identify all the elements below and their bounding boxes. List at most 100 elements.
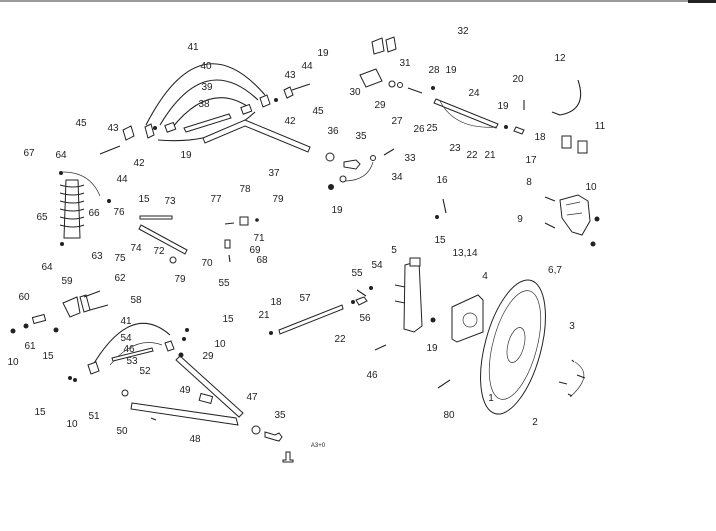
callout-label: 19 <box>426 343 438 354</box>
bracket-42 <box>144 123 155 139</box>
callout-label: 19 <box>445 65 457 76</box>
callout-label: 1 <box>488 393 494 404</box>
callout-label: 19 <box>180 150 192 161</box>
hub-rotor-group <box>374 257 586 415</box>
hub-4 <box>451 294 484 343</box>
callout-label: 78 <box>239 184 251 195</box>
callout-label: 63 <box>91 251 103 262</box>
bolt-16 <box>442 198 447 214</box>
callout-label: 15 <box>34 407 46 418</box>
tie-rod-lower-group <box>269 286 373 335</box>
bolt-33 <box>383 148 395 156</box>
ball-joint-21 <box>513 126 525 135</box>
callout-label: 64 <box>55 150 67 161</box>
callout-label: 65 <box>36 212 48 223</box>
callout-label: 57 <box>299 293 311 304</box>
callout-label: 79 <box>272 194 284 205</box>
callout-label: 48 <box>189 434 201 445</box>
callout-label: 19 <box>497 101 509 112</box>
brake-line-12 <box>551 79 582 116</box>
callout-label: 59 <box>61 276 73 287</box>
nut-47 <box>251 425 261 435</box>
callout-label: 35 <box>355 131 367 142</box>
callout-label: 29 <box>202 351 214 362</box>
callout-label: 19 <box>317 48 329 59</box>
callout-label: 73 <box>164 196 176 207</box>
callout-label: 15 <box>42 351 54 362</box>
callout-label: 55 <box>218 278 230 289</box>
bracket-43 <box>122 125 135 141</box>
callout-label: 74 <box>130 243 142 254</box>
callout-label: 18 <box>270 297 282 308</box>
callout-label: 35 <box>274 410 286 421</box>
callout-label: 58 <box>130 295 142 306</box>
stud-28 <box>407 87 423 94</box>
callout-label: 62 <box>114 273 126 284</box>
grease-fitting-a3 <box>282 451 294 463</box>
knuckle-top-13-14 <box>409 257 421 267</box>
callout-label: 23 <box>449 143 461 154</box>
callout-label: 44 <box>301 61 313 72</box>
callout-label: 22 <box>334 334 346 345</box>
callout-label: 54 <box>120 333 132 344</box>
callout-label: 66 <box>88 208 100 219</box>
upper-arm-group <box>99 63 311 155</box>
callout-label: 71 <box>253 233 265 244</box>
ball-joint-56 <box>355 296 368 306</box>
callout-label: 10 <box>7 357 19 368</box>
callout-label: 5 <box>391 245 397 256</box>
bracket-right <box>259 94 271 108</box>
bushing <box>240 103 253 115</box>
callout-label: 31 <box>399 58 411 69</box>
callout-label: 29 <box>374 100 386 111</box>
callout-label: 69 <box>249 245 261 256</box>
bracket-39-arc <box>171 97 251 129</box>
callout-label: 49 <box>179 385 191 396</box>
bracket-40-arc <box>159 79 259 126</box>
caliper-6-7 <box>559 194 591 236</box>
link-72 <box>138 224 188 255</box>
callout-label: 21 <box>258 310 270 321</box>
callout-label: 42 <box>133 158 145 169</box>
callout-label: 47 <box>246 392 258 403</box>
callout-label: 33 <box>404 153 416 164</box>
callout-label: A3+0 <box>311 443 326 449</box>
callout-label: 36 <box>327 126 339 137</box>
callout-label: 50 <box>116 426 128 437</box>
callout-label: 32 <box>457 26 469 37</box>
callout-label: 27 <box>391 116 403 127</box>
clamp-31 <box>371 36 397 55</box>
callout-label: 43 <box>284 70 296 81</box>
callout-label: 10 <box>214 339 226 350</box>
callout-label: 40 <box>200 61 212 72</box>
callout-label: 28 <box>428 65 440 76</box>
callout-label: 56 <box>359 313 371 324</box>
callout-label: 2 <box>532 417 538 428</box>
callout-label: 15 <box>222 314 234 325</box>
callout-label: 9 <box>517 214 523 225</box>
callout-label: 72 <box>153 246 165 257</box>
brake-rotor-1 <box>480 279 546 415</box>
bushing-49 <box>198 392 214 405</box>
callout-label: 10 <box>66 419 78 430</box>
bolt-44 <box>99 145 121 155</box>
callout-label: 22 <box>466 150 478 161</box>
callout-label: 24 <box>468 88 480 99</box>
callout-label: 46 <box>366 370 378 381</box>
scan-border <box>0 0 716 2</box>
callout-label: 42 <box>284 116 296 127</box>
nut-36 <box>325 152 335 162</box>
callout-label: 39 <box>201 82 213 93</box>
callout-label: 34 <box>391 172 403 183</box>
shaft-73 <box>139 215 173 220</box>
callout-label: 17 <box>525 155 537 166</box>
bracket-43-right <box>283 86 294 99</box>
bolt-80 <box>437 379 451 389</box>
shock-group <box>59 171 259 264</box>
callout-label: 75 <box>114 253 126 264</box>
callout-label: 41 <box>120 316 132 327</box>
callout-label: 52 <box>139 366 151 377</box>
